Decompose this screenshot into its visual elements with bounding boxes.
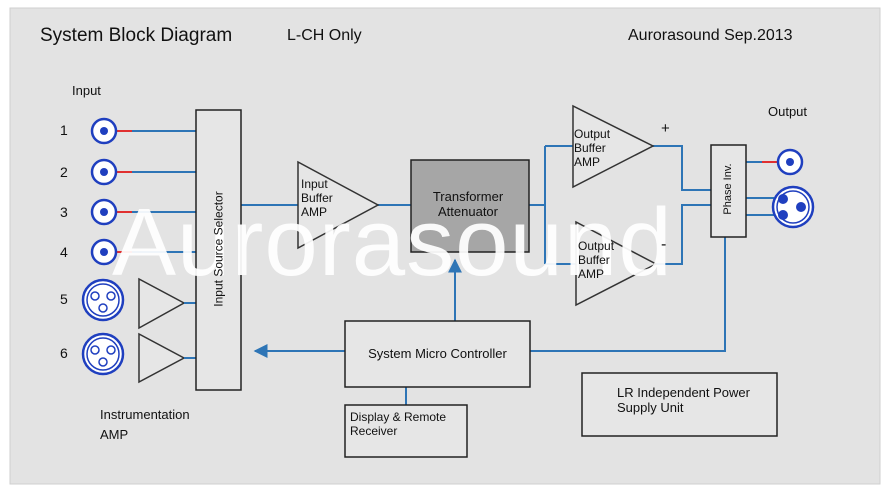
input-number-5: 5 [60,291,68,307]
rca-jack-icon [90,198,118,226]
rca-jack-icon [90,158,118,186]
instrumentation-amp-label: Instrumentation AMP [100,407,190,443]
transformer-label: Transformer Attenuator [432,189,504,219]
input-number-1: 1 [60,122,68,138]
micro-controller-block [344,320,531,388]
input-source-selector-block [195,109,242,391]
input-heading: Input [72,83,101,98]
output-buffer-neg-label: Output Buffer AMP [578,239,615,281]
input-buffer-amp [297,160,380,250]
input-number-4: 4 [60,244,68,260]
output-buffer-amp-positive [572,104,655,189]
output-buffer-amp-negative [575,220,658,307]
output-plus-sign: + [661,120,670,137]
wires [119,130,778,405]
power-supply-label: LR Independent Power Supply Unit [617,385,750,415]
input-number-3: 3 [60,204,68,220]
input-buffer-label: Input Buffer AMP [301,177,333,219]
phase-inv-label: Phase Inv. [722,163,734,215]
xlr-output-jack-icon [771,185,815,229]
aurorasound-watermark: Aurorasound [112,189,673,296]
input-selector-label: Input Source Selector [211,191,226,307]
rca-jack-icon [90,117,118,145]
micro-controller-label: System Micro Controller [368,346,507,361]
input-number-6: 6 [60,345,68,361]
input-number-2: 2 [60,164,68,180]
xlr-jack-icon [81,332,125,376]
diagram-title: System Block Diagram [40,25,233,46]
power-supply-block [581,372,778,437]
diagram-credit: Aurorasound Sep.2013 [628,27,793,44]
diagram-subtitle: L-CH Only [287,27,362,44]
output-minus-sign: - [661,236,667,253]
phase-inverter-block [710,144,747,238]
rca-jack-icon [90,238,118,266]
display-receiver-block [344,404,468,458]
output-heading: Output [768,104,808,119]
rca-output-jack-icon [776,148,804,176]
instrumentation-amp-5 [138,277,186,330]
output-buffer-pos-label: Output Buffer AMP [574,127,611,169]
transformer-attenuator-block [410,159,530,253]
xlr-jack-icon [81,278,125,322]
display-label: Display & Remote Receiver [350,410,447,438]
instrumentation-amp-6 [138,332,186,384]
